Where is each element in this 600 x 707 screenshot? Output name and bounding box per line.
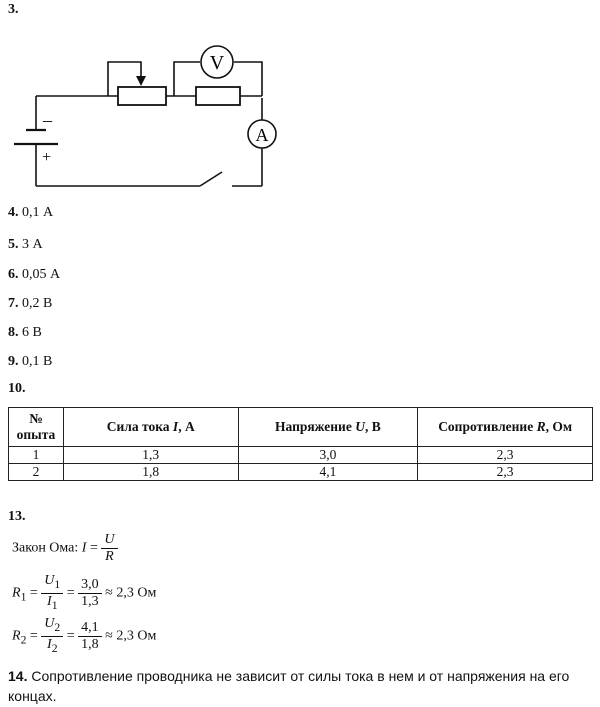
header-current: Сила тока I, А [62, 407, 239, 447]
battery-plus-label: + [42, 149, 51, 166]
item-answer: 3 А [18, 237, 43, 252]
item-answer: 0,1 В [18, 354, 53, 369]
table-cell: 1,8 [62, 463, 239, 481]
item-number: 10. [8, 381, 26, 396]
item-answer: 0,1 А [18, 205, 54, 220]
result-value: ≈ 2,3 Ом [101, 585, 157, 601]
voltmeter-label: V [210, 52, 225, 74]
item-3: 3. [8, 2, 19, 18]
table-cell: 2,3 [417, 446, 593, 464]
item-number: 8. [8, 325, 19, 340]
item-number: 14. [8, 668, 28, 684]
results-table: № опыта Сила тока I, А Напряжение U, В С… [8, 407, 593, 481]
switch-symbol [199, 171, 223, 187]
ammeter-symbol [247, 119, 277, 149]
table-header-row: № опыта Сила тока I, А Напряжение U, В С… [8, 407, 593, 447]
battery-minus-label: – [42, 110, 53, 130]
item-8: 8. 6 В [8, 325, 42, 341]
table-cell: 2 [8, 463, 64, 481]
item-answer: Сопротивление проводника не зависит от с… [27, 668, 570, 684]
item-9: 9. 0,1 В [8, 354, 52, 370]
voltmeter-symbol [200, 45, 234, 79]
item-7: 7. 0,2 В [8, 296, 52, 312]
item-number: 6. [8, 267, 19, 282]
item-4: 4. 0,1 А [8, 205, 53, 221]
item-6: 6. 0,05 А [8, 267, 60, 283]
table-cell: 2,3 [417, 463, 593, 481]
item-answer: 0,05 А [18, 267, 61, 282]
table-cell: 3,0 [237, 446, 419, 464]
item-number: 13. [8, 509, 26, 524]
item-5: 5. 3 А [8, 237, 43, 253]
item-answer: 0,2 В [18, 296, 53, 311]
table-row: 1 1,3 3,0 2,3 [8, 446, 593, 464]
item-number: 4. [8, 205, 19, 220]
item-answer-continued: концах. [8, 688, 57, 704]
rheostat-arrow-icon [136, 76, 146, 86]
item-10: 10. [8, 381, 26, 397]
ammeter-label: A [256, 125, 269, 145]
circuit-diagram: – + V A [14, 45, 277, 187]
table-row: 2 1,8 4,1 2,3 [8, 463, 593, 481]
table-cell: 1 [8, 446, 64, 464]
item-answer: 6 В [18, 325, 42, 340]
header-voltage: Напряжение U, В [237, 407, 419, 447]
item-14: 14. Сопротивление проводника не зависит … [8, 667, 594, 706]
item-number: 5. [8, 237, 19, 252]
header-resistance: Сопротивление R, Ом [417, 407, 593, 447]
table-cell: 4,1 [237, 463, 419, 481]
item-number: 7. [8, 296, 19, 311]
header-experiment-number: № опыта [8, 407, 64, 447]
table-cell: 1,3 [62, 446, 239, 464]
resistor-symbol [195, 86, 241, 106]
formula-label: Закон Ома: [12, 540, 82, 556]
item-number: 3. [8, 2, 19, 17]
battery-symbol [14, 118, 58, 166]
item-number: 9. [8, 354, 19, 369]
result-value: ≈ 2,3 Ом [101, 628, 157, 644]
rheostat-symbol [117, 86, 167, 106]
item-13: 13. [8, 509, 26, 525]
